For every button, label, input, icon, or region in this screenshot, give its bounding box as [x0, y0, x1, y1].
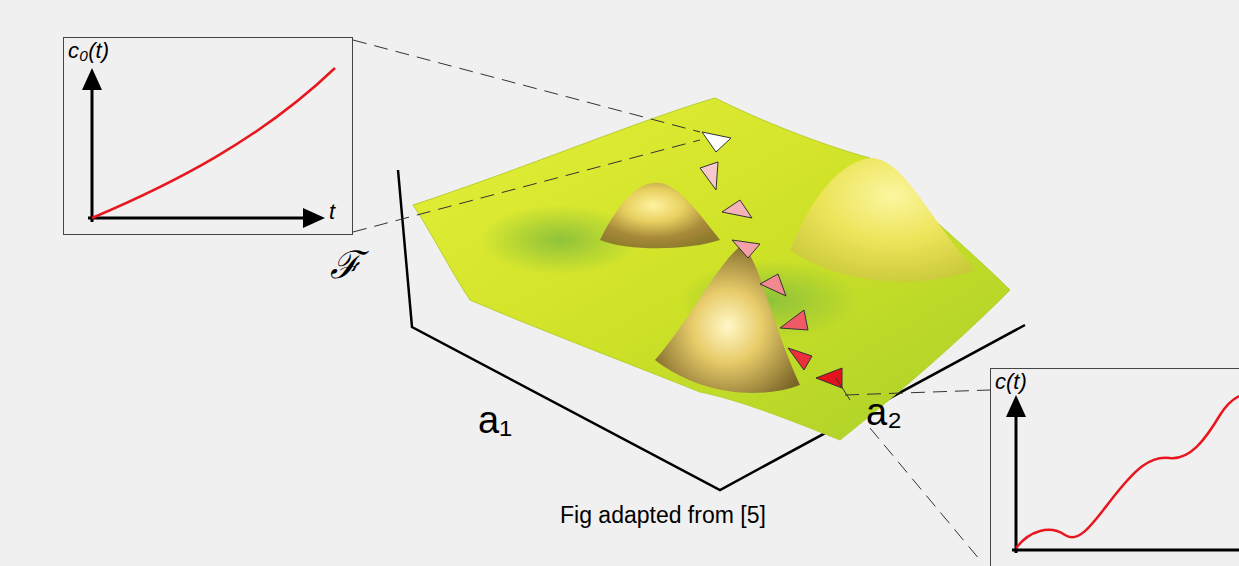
inset-plot-1	[82, 68, 335, 228]
leader-lines	[353, 40, 990, 560]
right-hill	[790, 158, 975, 282]
energy-surface	[413, 98, 1010, 440]
inset-plot-box: c₀(t) t	[63, 37, 353, 235]
pointer	[836, 378, 850, 400]
axis-label: ℱ	[330, 245, 361, 287]
left-hill	[600, 183, 720, 249]
axis-label: t	[329, 200, 335, 224]
front-peak	[655, 245, 800, 393]
inset-plot-2	[1006, 395, 1239, 553]
inset-plot-box: c(t)	[990, 368, 1239, 566]
axis-label: c₀(t)	[68, 39, 109, 63]
caption-note: Fig adapted from [5]	[560, 503, 766, 528]
path-triangles	[700, 132, 842, 388]
axis-label: a₂	[866, 392, 902, 434]
axis-label: a₁	[478, 400, 512, 442]
axis-label: c(t)	[995, 370, 1027, 394]
